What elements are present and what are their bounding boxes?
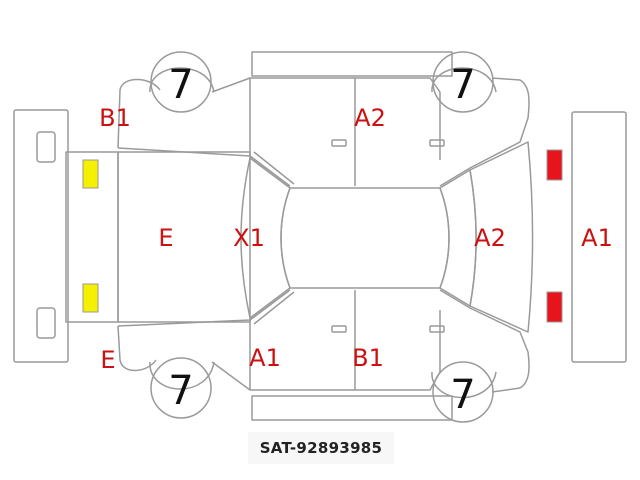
- label-b1-bottom: B1: [352, 344, 384, 372]
- hood: [117, 151, 251, 323]
- taillight-marker-right: [546, 291, 563, 323]
- label-e-bottom-left: E: [100, 346, 115, 374]
- roof: [280, 187, 450, 289]
- wheel-number-front-left: 7: [168, 62, 193, 108]
- rear-bumper: [571, 111, 627, 363]
- wheel-front-right: [150, 357, 212, 419]
- rear-window: [439, 169, 477, 307]
- vehicle-code: SAT-92893985: [259, 439, 383, 457]
- headlight-marker-left: [82, 159, 99, 189]
- label-b1-top-left: B1: [99, 104, 131, 132]
- wheel-number-rear-right: 7: [450, 372, 475, 418]
- wheel-rear-left: [432, 51, 494, 113]
- label-a1-rear-bumper: A1: [581, 224, 613, 252]
- taillight-marker-left: [546, 149, 563, 181]
- wheel-front-left: [150, 51, 212, 113]
- roof-rail-bottom: [251, 395, 453, 421]
- wheel-number-rear-left: 7: [450, 62, 475, 108]
- label-a2-rear-window: A2: [474, 224, 506, 252]
- headlight-marker-right: [82, 283, 99, 313]
- windshield: [240, 157, 291, 319]
- trunk: [469, 141, 534, 333]
- wheel-number-front-right: 7: [168, 368, 193, 414]
- label-a1-bottom: A1: [249, 344, 281, 372]
- label-a2-top: A2: [354, 104, 386, 132]
- label-e-hood: E: [158, 224, 173, 252]
- front-bumper: [13, 109, 69, 363]
- body-side-top: [117, 77, 530, 187]
- body-side-bottom: [117, 289, 530, 393]
- roof-rail-top: [251, 51, 453, 77]
- wheel-rear-right: [432, 361, 494, 423]
- vehicle-code-box: SAT-92893985: [248, 432, 394, 464]
- label-x1-windshield: X1: [233, 224, 265, 252]
